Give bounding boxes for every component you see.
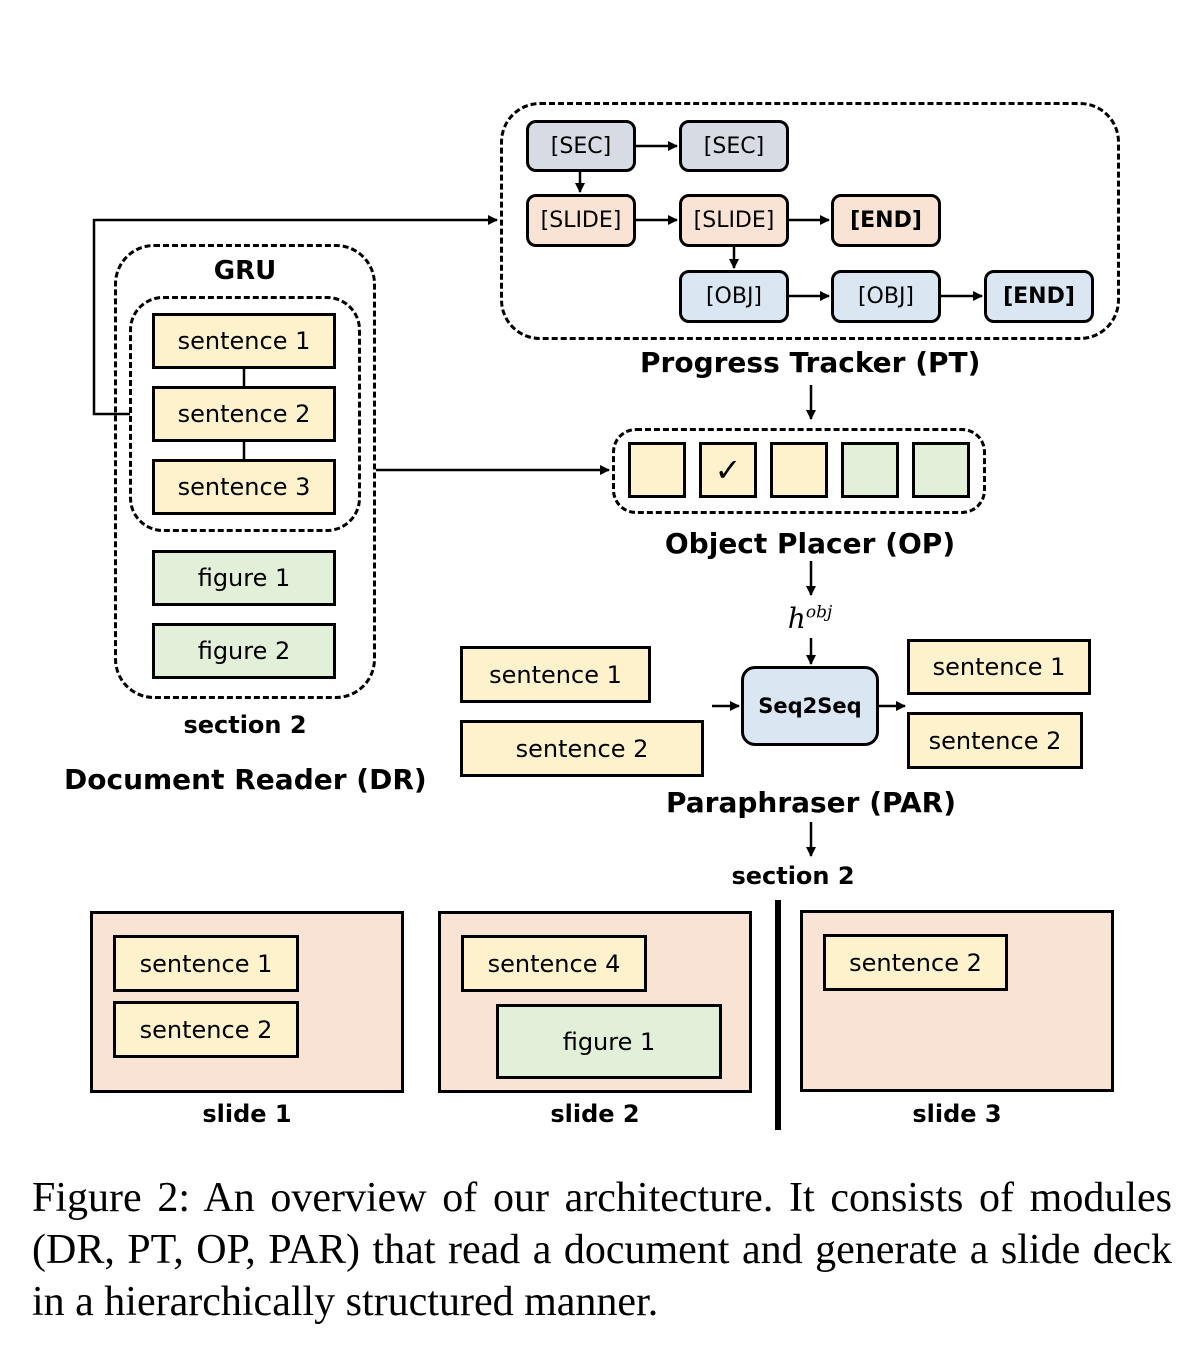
pt-end-token-1: [END] (831, 194, 941, 247)
document-reader-outer-container (114, 244, 376, 699)
par-output-sentence-2: sentence 2 (907, 712, 1083, 769)
pt-slide-token-2: [SLIDE] (679, 194, 789, 247)
pt-obj-token-1: [OBJ] (679, 270, 789, 323)
dr-sentence-2: sentence 2 (152, 386, 336, 442)
pt-slide-token-1: [SLIDE] (526, 194, 636, 247)
pt-end-token-2: [END] (984, 270, 1094, 323)
progress-tracker-title: Progress Tracker (PT) (640, 346, 981, 379)
object-placer-container (612, 428, 986, 514)
check-icon: ✓ (714, 451, 742, 489)
slide-2-label: slide 2 (550, 1100, 640, 1128)
par-input-sentence-2: sentence 2 (460, 720, 704, 777)
par-input-sentence-1: sentence 1 (460, 646, 651, 703)
paraphraser-title: Paraphraser (PAR) (665, 786, 957, 819)
op-slot-1 (628, 442, 686, 498)
dr-section-label: section 2 (183, 711, 307, 739)
op-slot-3 (770, 442, 828, 498)
object-placer-title: Object Placer (OP) (664, 527, 956, 560)
figure-caption: Figure 2: An overview of our architectur… (32, 1175, 1172, 1325)
op-slot-4 (841, 442, 899, 498)
op-slot-2-selected: ✓ (699, 442, 757, 498)
hobj-label: hobj (770, 602, 850, 635)
seq2seq-model: Seq2Seq (741, 666, 879, 746)
dr-figure-1: figure 1 (152, 550, 336, 606)
slide-3-label: slide 3 (912, 1100, 1002, 1128)
dr-sentence-3: sentence 3 (152, 459, 336, 515)
slide-2-figure-1: figure 1 (496, 1004, 722, 1079)
arrow-dr-to-pt (92, 215, 498, 416)
slide-1-label: slide 1 (202, 1100, 292, 1128)
dr-sentence-1: sentence 1 (152, 313, 336, 369)
gru-inner-container (129, 296, 361, 532)
hobj-base: h (787, 602, 806, 635)
dr-figure-2: figure 2 (152, 623, 336, 679)
slide-1-sentence-2: sentence 2 (113, 1001, 299, 1058)
hobj-superscript: obj (805, 602, 833, 623)
slide-3-sentence-2: sentence 2 (823, 934, 1008, 991)
par-output-sentence-1: sentence 1 (907, 639, 1091, 695)
par-section-label: section 2 (731, 862, 855, 890)
pt-sec-token-2: [SEC] (679, 120, 789, 172)
pt-obj-token-2: [OBJ] (831, 270, 941, 323)
document-reader-title: Document Reader (DR) (64, 763, 427, 796)
slide-1-sentence-1: sentence 1 (113, 935, 299, 992)
pt-sec-token-1: [SEC] (526, 120, 636, 172)
progress-tracker-container (500, 102, 1120, 340)
gru-label: GRU (213, 256, 277, 286)
op-slot-5 (912, 442, 970, 498)
slide-2-sentence-4: sentence 4 (461, 935, 647, 992)
